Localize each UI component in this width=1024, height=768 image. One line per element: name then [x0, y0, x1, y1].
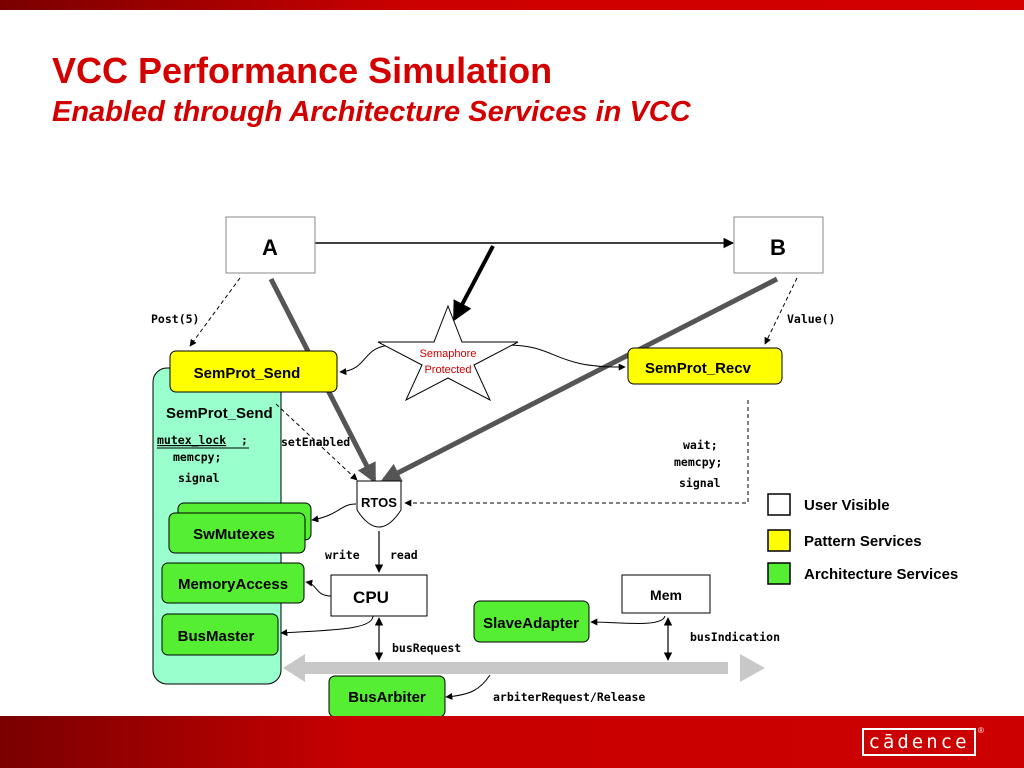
send-memcpy-label: memcpy;	[173, 450, 221, 464]
setenabled-dashed-arrow	[275, 403, 358, 481]
mutex-lock-semicolon: ;	[241, 433, 248, 447]
slide-subtitle: Enabled through Architecture Services in…	[52, 96, 691, 128]
cpu-to-memoryaccess-curve	[305, 579, 332, 597]
mem-block: Mem	[621, 574, 711, 614]
write-label: write	[325, 548, 360, 562]
swmutexes-label: SwMutexes	[193, 526, 275, 543]
semaphore-arrow	[453, 245, 495, 322]
busarbiter-block: BusArbiter	[328, 675, 446, 718]
legend-swatch-pattern-services	[767, 529, 791, 552]
bus-to-busarbiter-curve	[445, 674, 491, 700]
busarbiter-label: BusArbiter	[348, 689, 426, 706]
busindication-label: busIndication	[690, 630, 780, 644]
slaveadapter-block: SlaveAdapter	[473, 600, 590, 643]
busmaster-block: BusMaster	[161, 613, 279, 656]
mem-label: Mem	[650, 587, 682, 603]
wait-dashed-arrow	[404, 400, 749, 507]
mem-to-slaveadapter-curve	[590, 615, 666, 626]
recv-signal-label: signal	[679, 476, 721, 490]
semaphore-label-line1: Semaphore	[420, 348, 477, 360]
bottom-accent-bar	[0, 716, 1024, 768]
post-dashed-arrow	[189, 277, 241, 347]
recv-memcpy-label: memcpy;	[674, 455, 722, 469]
send-signal-label: signal	[178, 471, 220, 485]
block-a-label: A	[262, 235, 278, 260]
post-label: Post(5)	[151, 312, 199, 326]
recv-wait-label: wait;	[683, 438, 718, 452]
star-to-semprot-send-curve	[339, 344, 396, 376]
memoryaccess-block: MemoryAccess	[161, 562, 305, 604]
rtos-block: RTOS	[356, 480, 402, 528]
semprot-recv-block: SemProt_Recv	[627, 347, 783, 385]
block-b: B	[733, 216, 824, 274]
legend-item-user-visible: User Visible	[767, 493, 890, 516]
slide-title: VCC Performance Simulation	[52, 50, 553, 91]
cpu-label: CPU	[353, 588, 389, 607]
semprot-send-label: SemProt_Send	[194, 365, 301, 382]
rtos-to-swmutexes-curve	[311, 503, 357, 523]
star-to-semprot-recv-curve	[504, 344, 626, 371]
panel-title: SemProt_Send	[166, 405, 273, 422]
read-label: read	[390, 548, 418, 562]
legend-label-user-visible: User Visible	[804, 497, 890, 514]
memoryaccess-label: MemoryAccess	[178, 576, 288, 593]
block-a: A	[225, 216, 316, 274]
value-label: Value()	[787, 312, 835, 326]
legend-label-pattern-services: Pattern Services	[804, 533, 922, 550]
busrequest-label: busRequest	[392, 641, 461, 655]
mutex-lock-label: mutex_lock	[157, 433, 226, 448]
cadence-logo: cādence	[862, 728, 976, 756]
registered-mark: ®	[978, 726, 984, 735]
cpu-to-busmaster-curve	[280, 614, 374, 637]
swmutexes-block: SwMutexes	[168, 502, 312, 554]
cpu-block: CPU	[330, 574, 428, 617]
busmaster-label: BusMaster	[178, 628, 255, 645]
legend-item-architecture-services: Architecture Services	[767, 562, 958, 585]
legend-swatch-architecture-services	[767, 562, 791, 585]
top-accent-bar	[0, 0, 1024, 10]
legend-item-pattern-services: Pattern Services	[767, 529, 922, 552]
semaphore-label-line2: Protected	[424, 364, 471, 376]
legend-label-architecture-services: Architecture Services	[804, 566, 958, 583]
legend-swatch-user-visible	[767, 493, 791, 516]
rtos-label: RTOS	[361, 495, 397, 510]
semaphore-star: Semaphore Protected	[377, 304, 519, 402]
b-to-rtos-line	[380, 276, 779, 483]
block-b-label: B	[770, 235, 786, 260]
semprot-recv-label: SemProt_Recv	[645, 360, 752, 377]
legend: User Visible Pattern Services Architectu…	[767, 493, 958, 585]
slaveadapter-label: SlaveAdapter	[483, 615, 579, 632]
arbiterrequest-label: arbiterRequest/Release	[493, 690, 645, 704]
system-bus	[283, 654, 765, 682]
setenabled-label: setEnabled	[281, 435, 350, 449]
semprot-send-block: SemProt_Send	[169, 350, 338, 393]
value-dashed-arrow	[764, 277, 798, 345]
